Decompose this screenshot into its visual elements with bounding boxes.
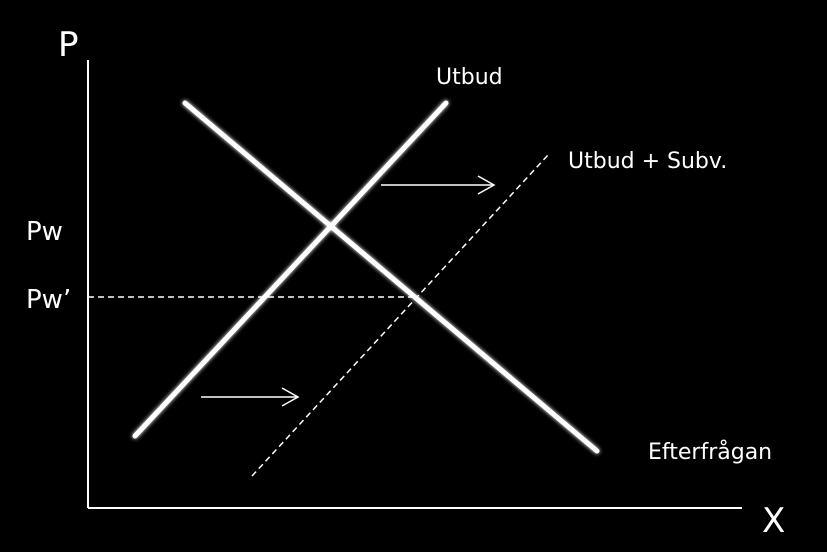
supply-label: Utbud: [436, 65, 503, 90]
shift-arrow-upper: [381, 175, 496, 195]
demand-curve: [182, 100, 600, 454]
world-price-label: Pw: [26, 217, 63, 247]
supply-curve: [132, 100, 449, 439]
x-axis-label: X: [762, 501, 785, 541]
shift-arrow-lower: [201, 387, 300, 407]
world-price-new-label: Pw’: [26, 285, 71, 315]
y-axis-label: P: [58, 25, 79, 65]
supply-subsidy-label: Utbud + Subv.: [568, 149, 727, 174]
supply-subsidy-curve: [251, 154, 549, 477]
demand-label: Efterfrågan: [648, 439, 772, 465]
